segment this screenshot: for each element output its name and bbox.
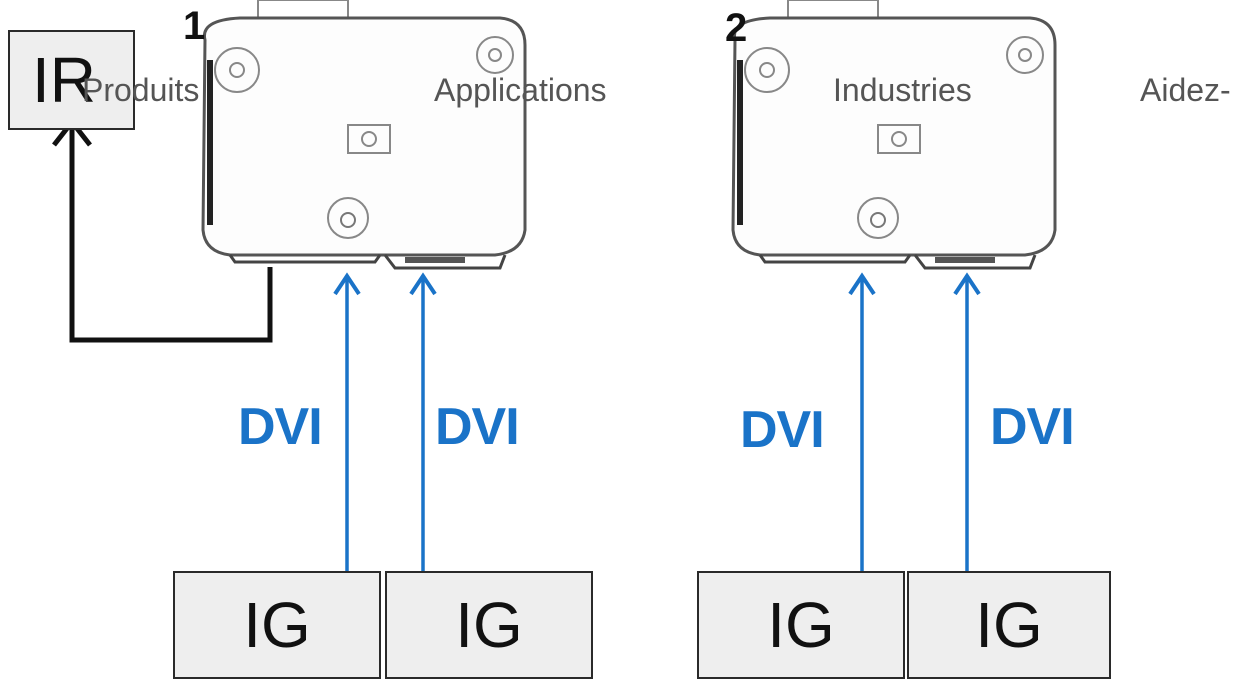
dvi-label-3: DVI <box>740 401 825 459</box>
dvi-label-1: DVI <box>238 398 323 456</box>
dvi-label-4: DVI <box>990 398 1075 456</box>
dvi-arrow-head-1 <box>333 272 361 296</box>
ig-box-1: IG <box>173 571 381 679</box>
dvi-arrow-head-3 <box>848 272 876 296</box>
ig-label-4: IG <box>975 589 1043 661</box>
ig-label-1: IG <box>243 589 311 661</box>
projector-1-number: 1 <box>183 4 206 48</box>
ir-label: IR <box>32 44 96 116</box>
nav-item-produits[interactable]: Produits <box>82 72 200 108</box>
ig-box-2: IG <box>385 571 593 679</box>
ig-label-2: IG <box>455 589 523 661</box>
ir-box: IR <box>8 30 135 130</box>
projector-2-number: 2 <box>725 6 748 50</box>
nav-item-applications[interactable]: Applications <box>434 72 607 108</box>
projector-2-illustration <box>731 0 1057 270</box>
ig-box-3: IG <box>697 571 905 679</box>
ig-box-4: IG <box>907 571 1111 679</box>
projector-1-illustration <box>201 0 527 270</box>
dvi-arrow-head-2 <box>409 272 437 296</box>
nav-item-aidez[interactable]: Aidez- <box>1140 72 1231 108</box>
nav-item-industries[interactable]: Industries <box>833 72 972 108</box>
dvi-label-2: DVI <box>435 398 520 456</box>
dvi-arrow-head-4 <box>953 272 981 296</box>
ig-label-3: IG <box>767 589 835 661</box>
